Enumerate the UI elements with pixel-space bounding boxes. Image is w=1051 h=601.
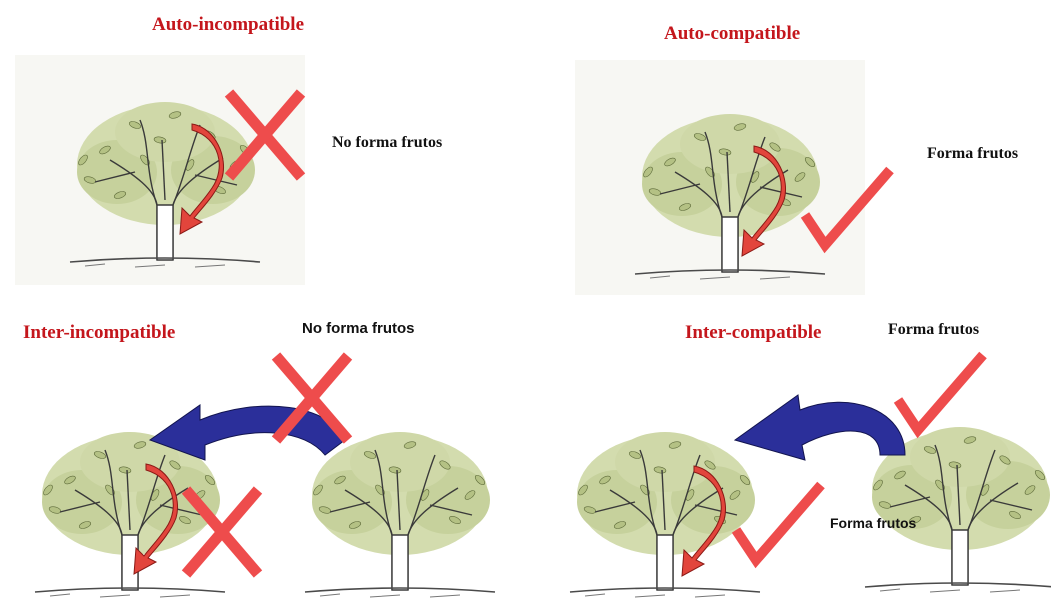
caption-no-forma-frutos: No forma frutos bbox=[332, 134, 442, 152]
caption-forma-frutos: Forma frutos bbox=[927, 145, 1018, 163]
title-auto-incompatible: Auto-incompatible bbox=[152, 14, 304, 36]
title-inter-compatible: Inter-compatible bbox=[685, 322, 822, 344]
caption-no-forma-frutos: No forma frutos bbox=[302, 320, 415, 337]
caption-forma-frutos-bottom: Forma frutos bbox=[830, 515, 916, 531]
title-inter-incompatible: Inter-incompatible bbox=[23, 322, 175, 344]
tree-icon bbox=[305, 432, 495, 597]
tree-icon bbox=[570, 432, 760, 597]
title-auto-compatible: Auto-compatible bbox=[664, 23, 800, 45]
caption-forma-frutos-top: Forma frutos bbox=[888, 321, 979, 339]
check-mark-icon bbox=[898, 355, 983, 430]
cross-pollination-arrow-icon bbox=[735, 395, 905, 460]
